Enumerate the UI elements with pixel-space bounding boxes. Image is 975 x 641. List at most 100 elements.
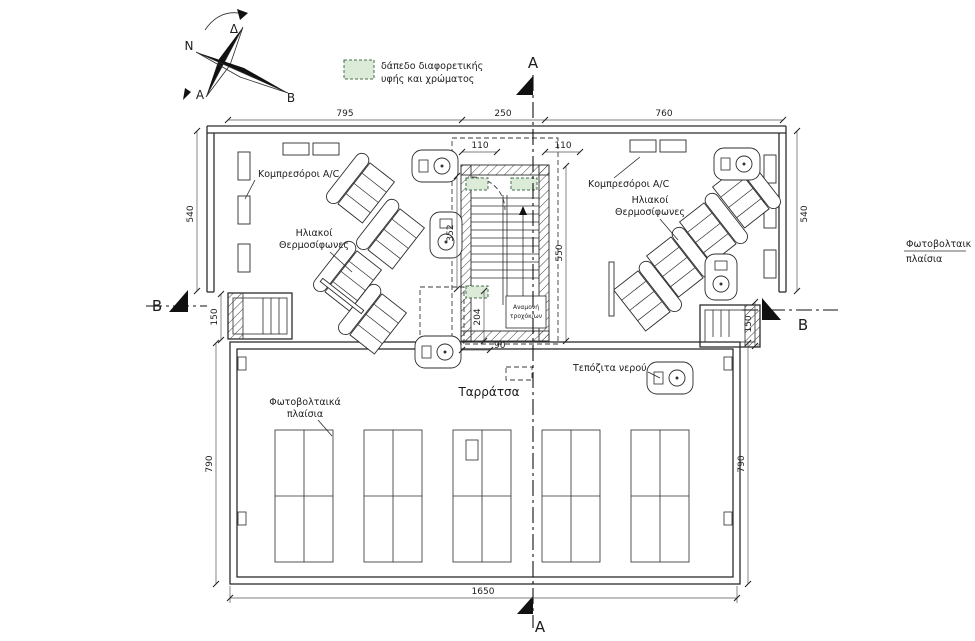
pipe-rod xyxy=(608,261,615,317)
compressor-unit xyxy=(659,139,687,153)
pv-panel xyxy=(363,429,423,563)
compass-small-arrowhead-icon xyxy=(183,88,191,100)
label-pv-right-1: Φωτοβολταικ xyxy=(906,239,972,250)
stair-arrow-icon xyxy=(519,206,527,215)
pv-panel xyxy=(541,429,601,563)
compressor-unit xyxy=(312,142,340,156)
label-pv-2: πλαίσια xyxy=(287,409,323,420)
plan-labels: Κομπρεσόροι A/C Κομπρεσόροι A/C Ηλιακοί … xyxy=(244,156,972,437)
roof-fixture xyxy=(465,439,479,461)
left-entry-structure xyxy=(227,292,293,340)
pv-panels xyxy=(274,429,690,563)
stair-wall-bottom xyxy=(460,330,550,342)
compressor-unit xyxy=(282,142,310,156)
solar-heaters-right xyxy=(608,155,784,335)
compass-label-a: A xyxy=(196,88,205,102)
section-marker-b-right xyxy=(762,298,781,320)
leader-line xyxy=(244,179,256,200)
dim-lower-left: 790 xyxy=(205,455,215,472)
dim-top-left: 795 xyxy=(336,109,353,119)
section-letter-b-right: B xyxy=(798,316,808,334)
wait-box-text-1: Αναμονή xyxy=(513,304,539,311)
upper-parapet-walls xyxy=(206,125,787,293)
section-marker-a-top xyxy=(516,76,533,95)
section-letter-a-bottom: A xyxy=(535,618,546,636)
dim-upper-right: 540 xyxy=(800,205,810,222)
compressor-unit xyxy=(237,195,251,225)
leader-line xyxy=(317,419,333,437)
compass-label-n: N xyxy=(185,39,194,53)
label-pv-right-2: πλαίσια xyxy=(906,254,942,265)
textured-floor-patch xyxy=(465,285,489,299)
compass-curved-arrow xyxy=(204,12,245,31)
legend-swatch xyxy=(343,59,375,80)
textured-floor-patch xyxy=(510,177,538,191)
dim-top-right: 760 xyxy=(655,109,672,119)
stair-treads xyxy=(471,195,539,305)
textured-floor-patch xyxy=(465,177,489,191)
legend: δάπεδο διαφορετικής υφής και χρώματος xyxy=(343,59,483,85)
compressor-unit xyxy=(237,243,251,273)
dashed-zone xyxy=(419,286,465,344)
pv-panel xyxy=(630,429,690,563)
dim-notch-left: 150 xyxy=(210,308,220,325)
label-compressors-right: Κομπρεσόροι A/C xyxy=(588,179,670,190)
solar-heaters-left xyxy=(310,150,428,358)
wall-hatch xyxy=(227,292,244,340)
dim-stair-lower: 204 xyxy=(473,308,483,325)
dim-bottom: 1650 xyxy=(472,587,495,597)
label-terrace: Ταρράτσα xyxy=(457,385,519,399)
label-pv-1: Φωτοβολταικά xyxy=(269,397,341,408)
water-tank xyxy=(713,147,761,181)
section-marker-a-bottom xyxy=(517,596,533,614)
label-solar-right-1: Ηλιακοί xyxy=(632,195,670,206)
pv-panel xyxy=(452,429,512,563)
compressor-unit xyxy=(629,139,657,153)
terrace-parapet xyxy=(229,341,741,585)
compass-label-b: B xyxy=(287,91,295,105)
water-tank xyxy=(646,361,694,395)
stair-wall-top xyxy=(460,164,550,176)
legend-text-1: δάπεδο διαφορετικής xyxy=(381,61,483,72)
label-solar-right-2: Θερμοσίφωνες xyxy=(615,207,685,218)
dim-stair-upper: 352 xyxy=(446,224,456,241)
compressor-unit xyxy=(763,249,777,279)
legend-text-2: υφής και χρώματος xyxy=(381,74,474,85)
compressor-unit xyxy=(763,154,777,184)
section-letter-b-left: B xyxy=(152,297,162,315)
stair-wall-left xyxy=(460,164,472,342)
dim-stair-exit: 90 xyxy=(494,341,506,351)
dimension-lines: 795 250 760 110 110 540 540 150 150 xyxy=(186,109,810,603)
door-swing-arc xyxy=(471,176,506,211)
compass-rose: Δ N A B xyxy=(183,9,295,105)
section-b: B B xyxy=(146,290,838,334)
pv-panel xyxy=(274,429,334,563)
label-water-tanks: Τεπόζιτα νερού xyxy=(572,363,647,374)
label-compressors-left: Κομπρεσόροι A/C xyxy=(258,169,340,180)
label-solar-left-1: Ηλιακοί xyxy=(296,228,334,239)
wheelchair-wait-box xyxy=(505,295,547,329)
dim-stair-height: 550 xyxy=(555,244,565,261)
compass-needle2-light xyxy=(195,51,289,94)
compass-arrowhead-icon xyxy=(237,9,248,20)
dim-lower-right: 790 xyxy=(737,455,747,472)
section-letter-a-top: A xyxy=(528,54,539,72)
section-marker-b-left xyxy=(169,290,188,312)
leader-line xyxy=(647,371,661,379)
dim-top-center: 250 xyxy=(494,109,511,119)
dashed-mat xyxy=(505,366,533,381)
pipe-rod xyxy=(319,277,365,315)
wait-box-text-2: τροχόκ/ων xyxy=(510,313,543,320)
dim-notch-right: 150 xyxy=(744,315,754,332)
leader-line xyxy=(613,156,641,179)
section-a: A A xyxy=(516,54,546,636)
water-tank xyxy=(704,253,738,301)
ac-compressors-left xyxy=(237,142,340,273)
dim-upper-left: 540 xyxy=(186,205,196,222)
leader-line xyxy=(659,218,679,241)
compressor-unit xyxy=(237,151,251,181)
dim-stair-top-right: 110 xyxy=(554,141,571,151)
label-solar-left-2: Θερμοσίφωνες xyxy=(279,240,349,251)
